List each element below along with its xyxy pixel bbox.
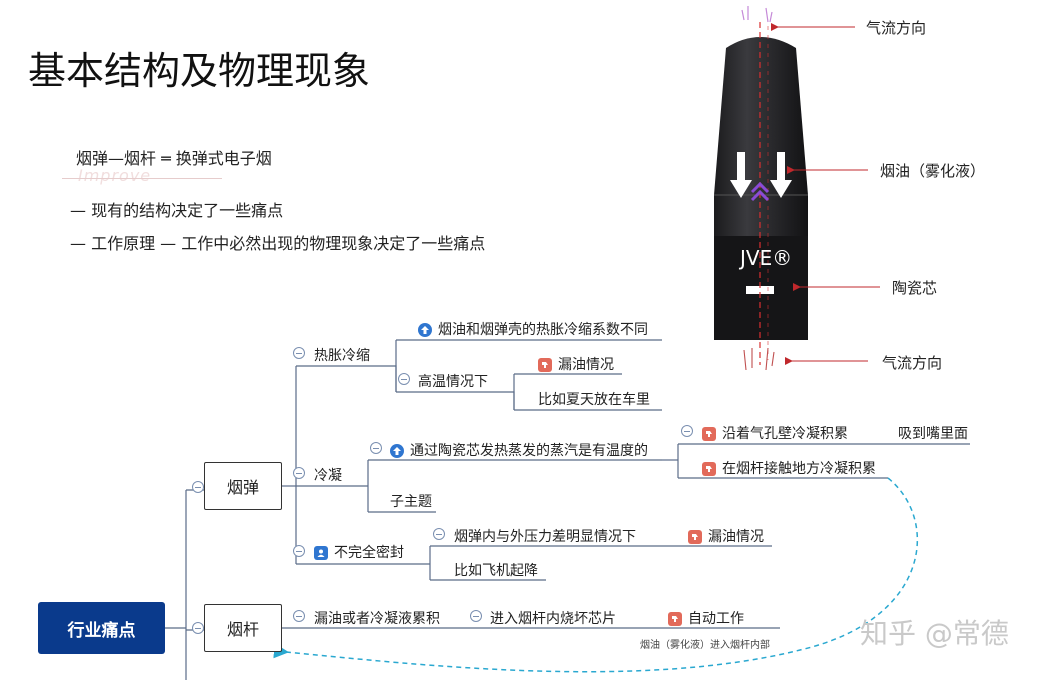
vapor-chevron-icon xyxy=(750,181,770,194)
device-illustration xyxy=(714,6,808,371)
annotation-oil: 烟油（雾化液） xyxy=(880,162,986,180)
oil-flow-arrow-left xyxy=(730,152,752,198)
up-arrow-icon xyxy=(418,320,432,339)
thumbs-down-icon xyxy=(688,527,702,546)
intro-faint-text: Improve xyxy=(78,166,152,185)
device-brand: JVE® xyxy=(740,246,793,270)
node-condense-rod[interactable]: 在烟杆接触地方冷凝积累 xyxy=(722,461,876,477)
airflow-bottom-icon xyxy=(743,347,775,371)
intro-line-1: 烟弹—烟杆 ═ 换弹式电子烟 xyxy=(76,149,272,168)
airflow-top-icon xyxy=(741,6,773,23)
intro-underline xyxy=(62,178,222,179)
collapse-toggle-rod[interactable] xyxy=(192,622,204,634)
collapse-toggle-pressure[interactable] xyxy=(433,528,445,540)
node-condense-child[interactable]: 通过陶瓷芯发热蒸发的蒸汽是有温度的 xyxy=(410,443,648,459)
thumbs-down-icon xyxy=(668,609,682,628)
up-arrow-icon xyxy=(390,441,404,460)
condensation-relationship-curve xyxy=(273,477,918,673)
collapse-toggle-condense-wall[interactable] xyxy=(681,425,693,437)
collapse-toggle-rod-child[interactable] xyxy=(293,610,305,622)
node-leak-1[interactable]: 漏油情况 xyxy=(558,357,614,373)
node-not-sealed[interactable]: 不完全密封 xyxy=(334,545,404,561)
collapse-toggle-chip-damage[interactable] xyxy=(470,610,482,622)
watermark: 知乎 @常德 xyxy=(860,617,1009,650)
annotation-airflow-bottom: 气流方向 xyxy=(882,354,943,372)
oil-flow-arrow-right xyxy=(770,152,792,198)
node-leak-2[interactable]: 漏油情况 xyxy=(708,529,764,545)
node-rod-child[interactable]: 漏油或者冷凝液累积 xyxy=(314,611,440,627)
collapse-toggle-not-sealed[interactable] xyxy=(293,545,305,557)
annotation-airflow-top: 气流方向 xyxy=(866,19,927,37)
mindmap-connectors xyxy=(165,339,970,680)
node-cartridge[interactable]: 烟弹 xyxy=(204,462,282,510)
ceramic-core-slot xyxy=(746,286,774,294)
node-thermal-child[interactable]: 烟油和烟弹壳的热胀冷缩系数不同 xyxy=(438,322,648,338)
node-car-summer[interactable]: 比如夏天放在车里 xyxy=(538,392,650,408)
intro-line-2: — 现有的结构决定了一些痛点 xyxy=(70,201,284,220)
node-auto-work[interactable]: 自动工作 xyxy=(688,611,744,627)
node-thermal[interactable]: 热胀冷缩 xyxy=(314,348,370,364)
relationship-caption: 烟油（雾化液）进入烟杆内部 xyxy=(640,640,770,651)
collapse-toggle-condense[interactable] xyxy=(293,467,305,479)
thumbs-down-icon xyxy=(538,355,552,374)
thumbs-down-icon xyxy=(702,424,716,443)
node-rod[interactable]: 烟杆 xyxy=(204,604,282,652)
user-icon xyxy=(314,543,328,562)
node-chip-damage[interactable]: 进入烟杆内烧坏芯片 xyxy=(490,611,616,627)
node-subtopic[interactable]: 子主题 xyxy=(390,494,432,510)
collapse-toggle-cartridge[interactable] xyxy=(192,481,204,493)
collapse-toggle-thermal[interactable] xyxy=(293,347,305,359)
node-condense[interactable]: 冷凝 xyxy=(314,468,342,484)
intro-line-3: — 工作原理 — 工作中必然出现的物理现象决定了一些痛点 xyxy=(70,234,486,253)
collapse-toggle-high-temp[interactable] xyxy=(398,373,410,385)
collapse-toggle-condense-child[interactable] xyxy=(370,442,382,454)
thumbs-down-icon xyxy=(702,459,716,478)
node-high-temp[interactable]: 高温情况下 xyxy=(418,374,488,390)
node-into-mouth[interactable]: 吸到嘴里面 xyxy=(898,426,968,442)
annotation-ceramic-core: 陶瓷芯 xyxy=(892,279,938,297)
node-condense-wall[interactable]: 沿着气孔壁冷凝积累 xyxy=(722,426,848,442)
page-title: 基本结构及物理现象 xyxy=(28,49,371,93)
node-pressure[interactable]: 烟弹内与外压力差明显情况下 xyxy=(454,529,636,545)
node-plane[interactable]: 比如飞机起降 xyxy=(454,563,538,579)
mindmap-root[interactable]: 行业痛点 xyxy=(38,602,165,654)
